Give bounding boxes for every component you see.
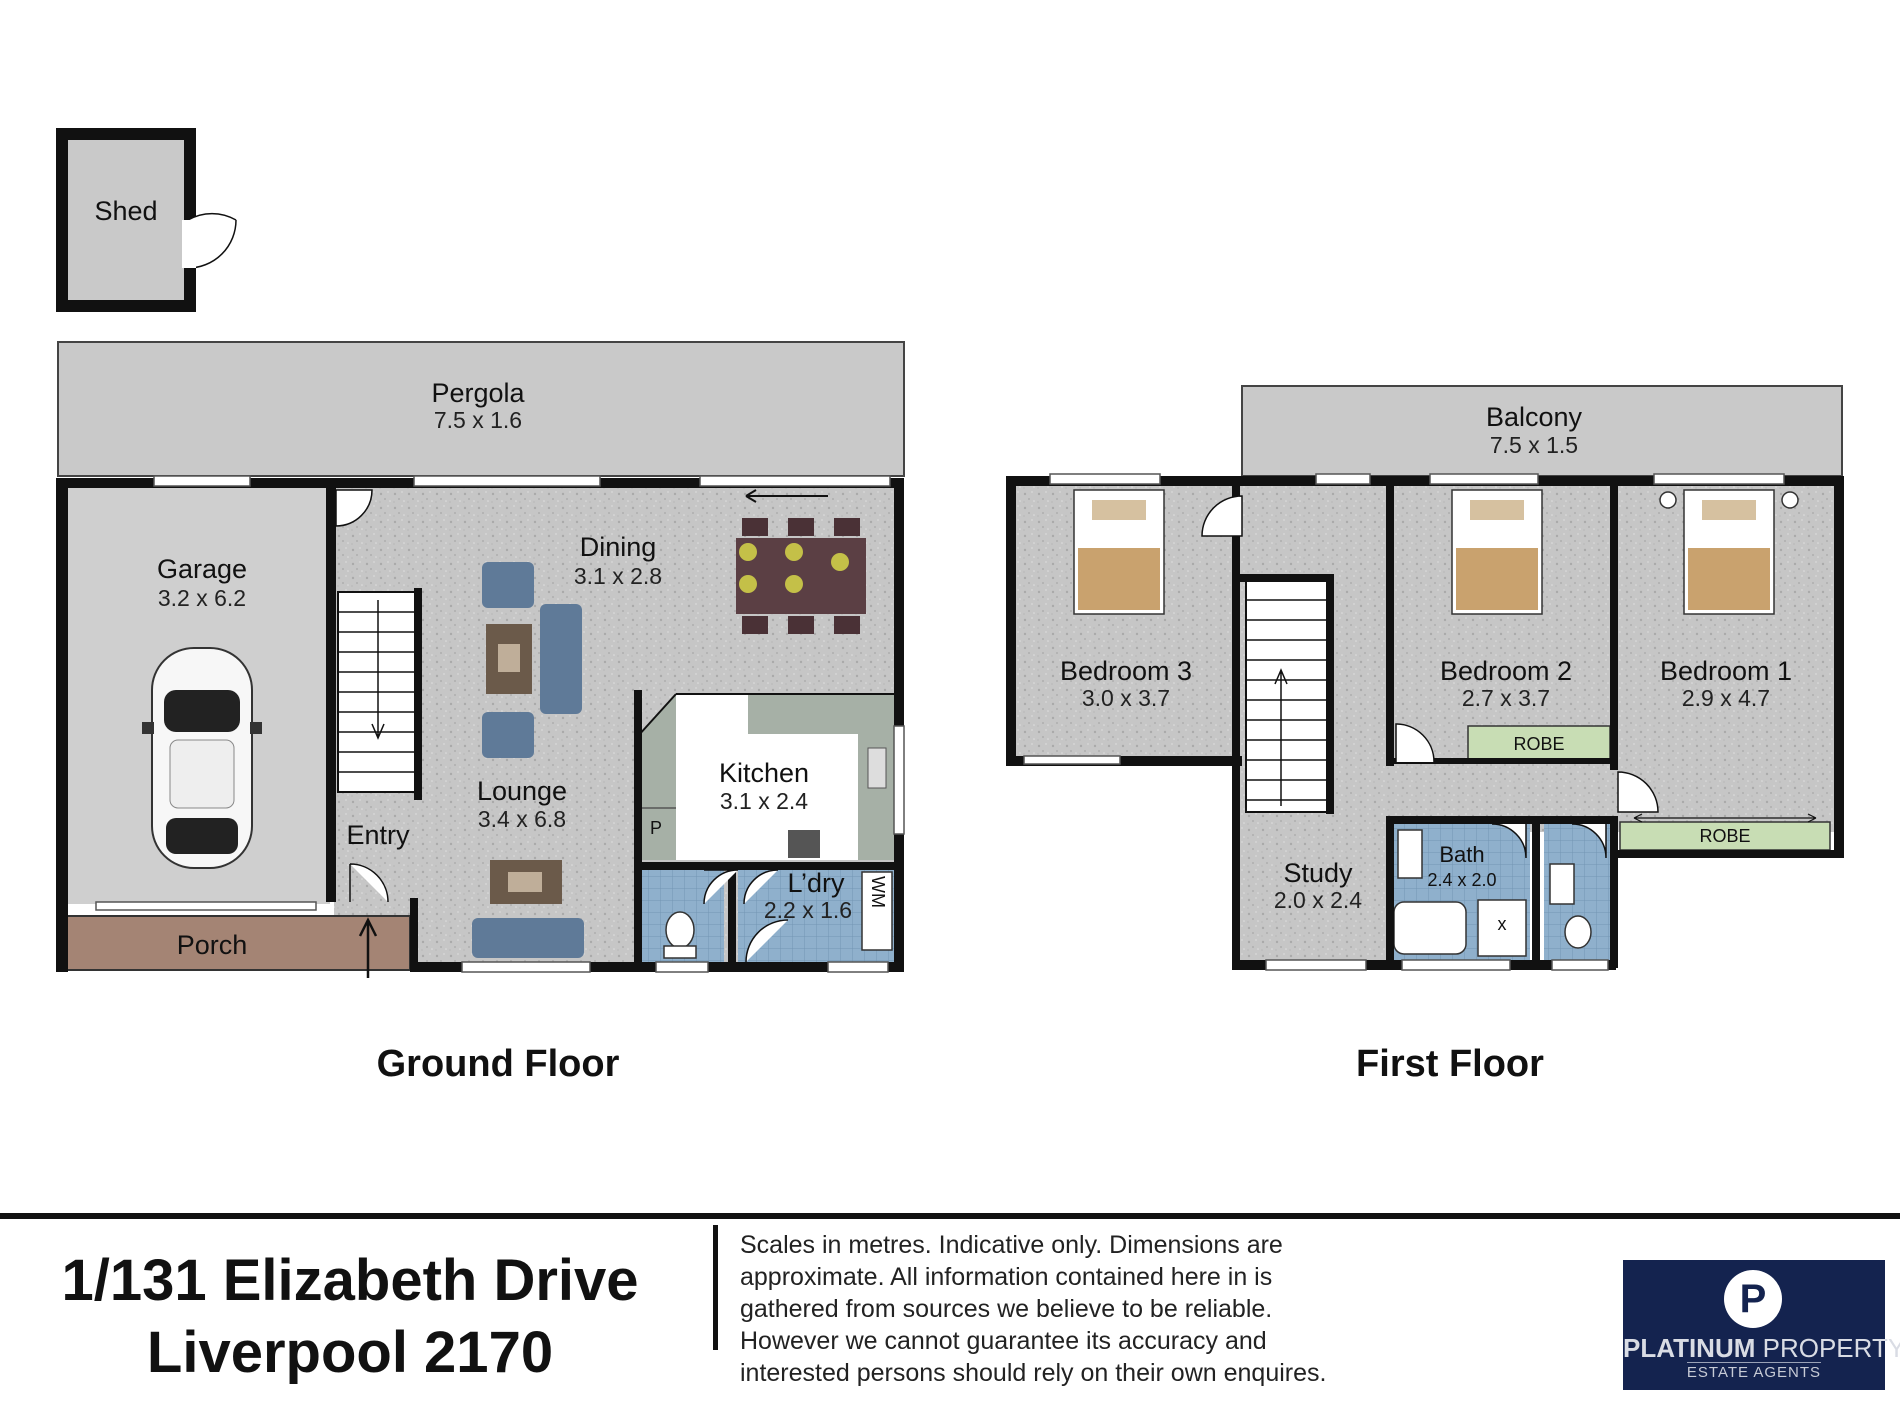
ground-windows: [95, 475, 905, 973]
pantry-label: P: [650, 818, 662, 838]
logo-tagline-text: ESTATE AGENTS: [1686, 1362, 1822, 1381]
car-icon: [142, 647, 262, 869]
disclaimer-text: Scales in metres. Indicative only. Dimen…: [740, 1229, 1580, 1389]
logo-name-rest: PROPERTY: [1762, 1333, 1900, 1363]
logo-mark-letter: P: [1739, 1277, 1767, 1321]
first-floor-plan: Balcony 7.5 x 1.5 Bedroom 3 3.0 x 3.7 B: [1006, 385, 1844, 1085]
pergola-area: [57, 341, 905, 477]
logo-tagline: ESTATE AGENTS: [1623, 1362, 1885, 1381]
bathtub-icon: [1393, 901, 1467, 955]
robe-label: ROBE: [1513, 734, 1564, 754]
first-floor-title: First Floor: [1356, 1043, 1544, 1085]
lounge-label: Lounge: [477, 776, 567, 806]
ground-door-swings: [335, 489, 789, 963]
address-street: 1/131 Elizabeth Drive: [61, 1248, 639, 1313]
washing-machine-icon: [861, 871, 893, 951]
laundry-dims: 2.2 x 1.6: [764, 897, 852, 923]
balcony-dims: 7.5 x 1.5: [1490, 432, 1578, 458]
washing-machine-label: WM: [868, 876, 888, 908]
bath-label: Bath: [1439, 842, 1484, 867]
balcony-area: [1241, 385, 1843, 477]
bedroom1-label: Bedroom 1: [1660, 656, 1792, 686]
shed-door-opening: [182, 220, 196, 268]
robe-bedroom1: [1619, 821, 1831, 851]
bedroom3-dims: 3.0 x 3.7: [1082, 685, 1170, 711]
address-suburb: Liverpool 2170: [146, 1320, 554, 1385]
bedroom2-dims: 2.7 x 3.7: [1462, 685, 1550, 711]
first-floor-stairs: [1245, 579, 1329, 813]
dining-label: Dining: [580, 532, 657, 562]
dining-table-icon: [736, 518, 866, 634]
kitchen-room: [637, 693, 894, 860]
first-floor-windows: [1023, 473, 1785, 971]
kitchen-dims: 3.1 x 2.4: [720, 788, 808, 814]
bedroom2-label: Bedroom 2: [1440, 656, 1572, 686]
bedroom1-dims: 2.9 x 4.7: [1682, 685, 1770, 711]
study-room: [1240, 820, 1386, 962]
ground-stairs: [337, 588, 422, 800]
lounge-dims: 3.4 x 6.8: [478, 806, 566, 832]
robe-label: ROBE: [1699, 826, 1750, 846]
footer-divider: [0, 1213, 1900, 1219]
agency-logo: P PLATINUM PROPERTY ESTATE AGENTS: [1623, 1260, 1900, 1390]
basin-icon: [1397, 829, 1423, 879]
bedroom3-label: Bedroom 3: [1060, 656, 1192, 686]
bed-icon: [1073, 489, 1165, 615]
basin-icon: [1549, 863, 1575, 905]
laundry-label: L’dry: [787, 868, 845, 898]
ground-floor-title: Ground Floor: [377, 1043, 620, 1085]
pergola-label: Pergola: [431, 378, 525, 408]
logo-name: PLATINUM PROPERTY: [1623, 1333, 1900, 1364]
property-address: 1/131 Elizabeth Drive Liverpool 2170: [30, 1245, 670, 1389]
entry-label: Entry: [346, 820, 410, 850]
porch-area: [57, 915, 411, 971]
logo-name-bold: PLATINUM: [1623, 1333, 1756, 1363]
pergola-dims: 7.5 x 1.6: [434, 407, 522, 433]
dining-dims: 3.1 x 2.8: [574, 563, 662, 589]
garage-label: Garage: [157, 554, 247, 584]
disclaimer-line: approximate. All information contained h…: [740, 1263, 1273, 1291]
porch-label: Porch: [177, 930, 248, 960]
disclaimer-line: gathered from sources we believe to be r…: [740, 1295, 1273, 1323]
garage-dims: 3.2 x 6.2: [158, 585, 246, 611]
bed-icon: [1659, 489, 1799, 615]
disclaimer-line: interested persons should rely on their …: [740, 1359, 1327, 1387]
bed-icon: [1451, 489, 1543, 615]
lounge-furniture-icon: [472, 562, 584, 958]
shed-room: [56, 128, 196, 312]
footer-separator: [713, 1225, 718, 1350]
toilet-icon: [665, 911, 695, 949]
first-floor-door-swings: [1201, 495, 1659, 859]
slider-door-arrow-icon: [745, 489, 828, 503]
bath-dims: 2.4 x 2.0: [1427, 870, 1496, 890]
entry-arrow-icon: [358, 917, 378, 978]
study-dims: 2.0 x 2.4: [1274, 887, 1362, 913]
shed-door-icon: [187, 212, 237, 269]
disclaimer-line: However we cannot guarantee its accuracy…: [740, 1327, 1267, 1355]
robe-slider-arrow-icon: [1633, 813, 1817, 823]
logo-mark-icon: P: [1724, 1270, 1782, 1328]
toilet-icon: [1564, 915, 1592, 949]
shed-label: Shed: [94, 196, 157, 226]
shower-icon: [1477, 899, 1527, 957]
shower-label: x: [1498, 914, 1507, 934]
study-label: Study: [1283, 858, 1353, 888]
ground-floor-plan: Shed Pergola 7.5 x 1.6 Garage 3.2 x 6.2 …: [56, 128, 905, 1085]
kitchen-label: Kitchen: [719, 758, 809, 788]
balcony-label: Balcony: [1486, 402, 1583, 432]
disclaimer-line: Scales in metres. Indicative only. Dimen…: [740, 1231, 1283, 1259]
